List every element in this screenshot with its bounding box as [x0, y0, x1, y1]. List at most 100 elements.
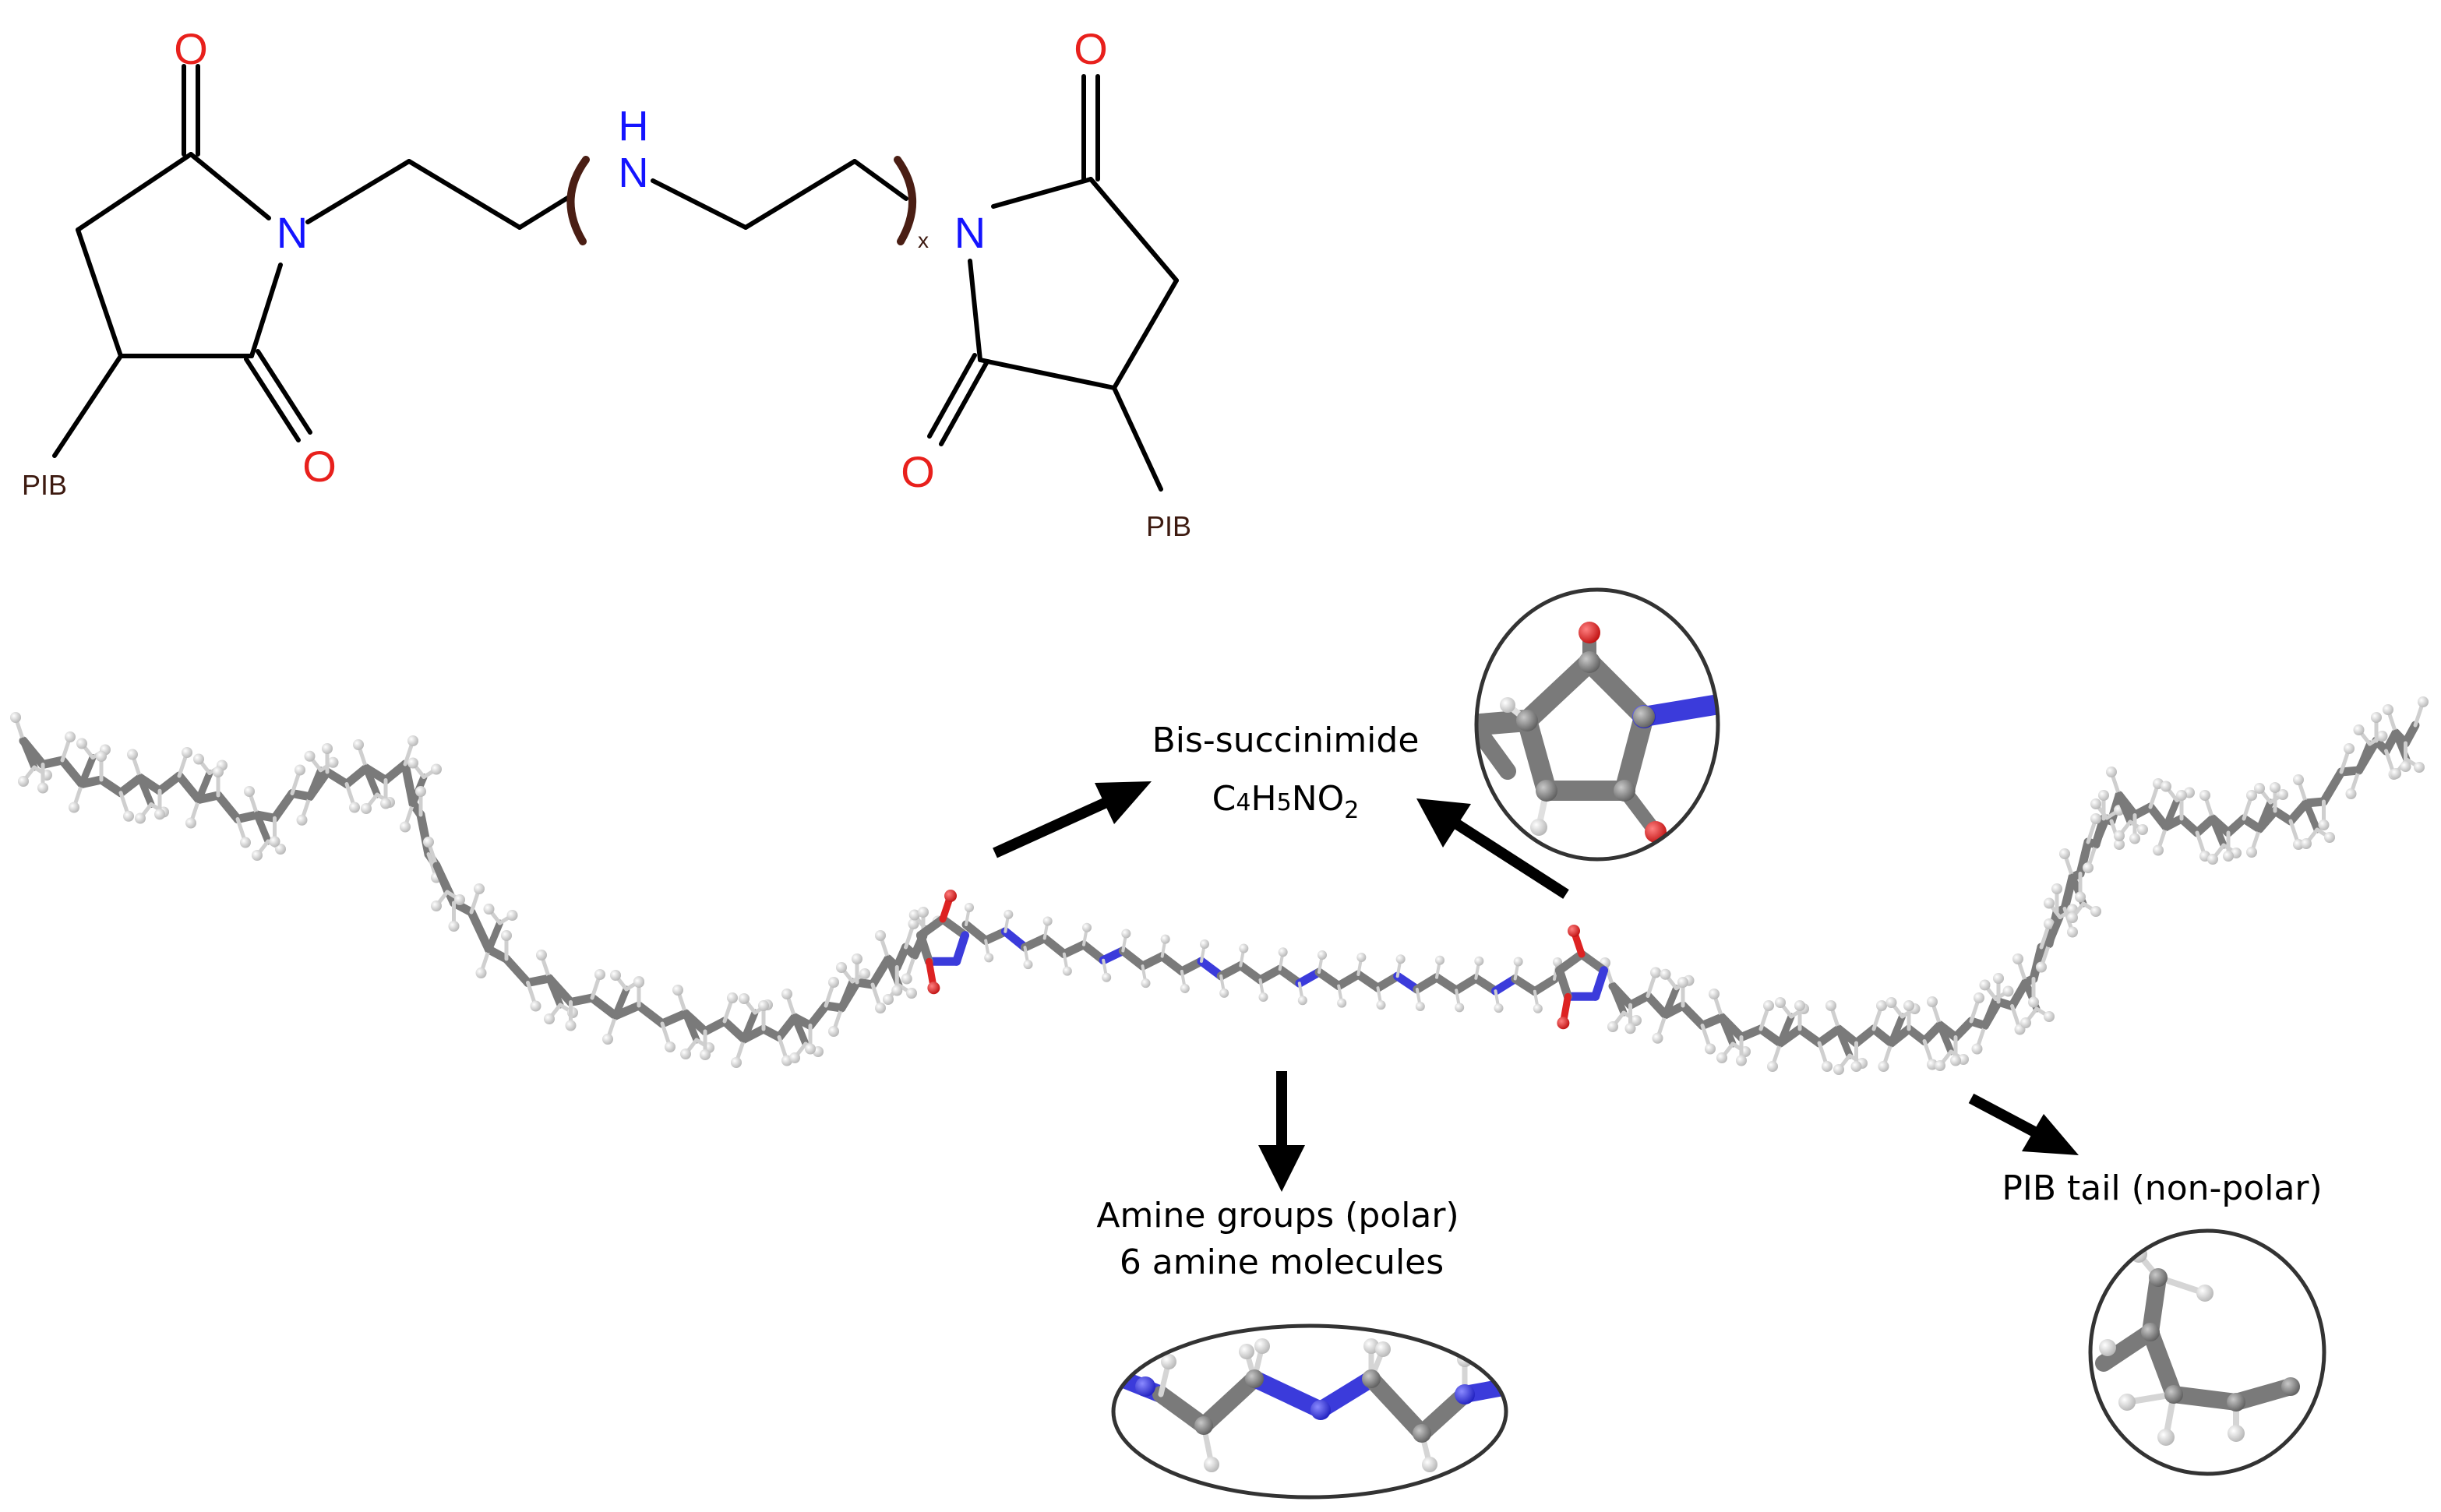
atom-ball	[2318, 819, 2330, 830]
amine-count-label: 6 amine molecules	[1120, 1242, 1444, 1282]
bond-stick	[1718, 1013, 1737, 1048]
atom-ball	[76, 738, 87, 749]
atom-ball	[1219, 988, 1229, 998]
bond-stick	[306, 767, 324, 801]
atom-ball	[2106, 767, 2117, 777]
atom-ball	[1254, 1338, 1270, 1354]
atom-ball	[1878, 1061, 1889, 1072]
atom-ball	[1763, 1000, 1774, 1011]
atom-ball	[18, 776, 29, 787]
atom-ball	[252, 850, 263, 861]
atom-ball	[2400, 761, 2411, 772]
atom-ball	[2418, 696, 2429, 707]
bond-stick	[1936, 1021, 1955, 1056]
atom-ball	[1705, 1043, 1716, 1055]
atom-ball	[1974, 992, 1984, 1003]
atom-ball	[1310, 1400, 1331, 1420]
atom-ball	[361, 803, 372, 814]
atom-ball	[1455, 1384, 1475, 1405]
atom-ball	[1775, 997, 1786, 1008]
atom-ball	[185, 817, 196, 829]
atom-ball	[1979, 979, 1991, 991]
atom-ball	[1245, 1369, 1264, 1388]
atom-ball	[322, 743, 333, 754]
atom-ball	[2301, 838, 2312, 849]
atom-ball	[415, 786, 426, 797]
bond-stick	[1835, 1025, 1854, 1059]
nh-nitrogen: N	[619, 150, 649, 196]
atom-ball	[269, 836, 280, 848]
bond-stick	[1579, 652, 1654, 727]
atom-ball	[349, 802, 360, 813]
atom-ball	[2067, 926, 2078, 938]
atom-ball	[2137, 824, 2148, 835]
arrow-to-pib-tail	[1968, 1093, 2079, 1155]
bond-stick	[213, 791, 242, 823]
atom-ball	[727, 992, 738, 1003]
atom-ball	[240, 837, 251, 848]
pib-chain-inset-icon	[2088, 1228, 2326, 1476]
molecule-3d-model	[10, 696, 2429, 1075]
atom-ball	[1161, 1354, 1176, 1369]
atom-ball	[37, 782, 48, 794]
atom-ball	[828, 977, 839, 988]
atom-ball	[633, 977, 644, 988]
atom-ball	[1650, 967, 1661, 978]
bond-stick	[136, 774, 155, 808]
atom-ball	[918, 907, 929, 918]
right-bracket	[894, 156, 917, 245]
pib-label-left: PIB	[22, 469, 67, 501]
bond-stick	[1591, 966, 1609, 1001]
atom-ball	[2227, 1393, 2245, 1412]
atom-ball	[1885, 997, 1897, 1008]
atom-ball	[2051, 883, 2062, 894]
succinimide-ring-3d	[1554, 925, 1609, 1030]
atom-ball	[127, 749, 138, 760]
atom-ball	[1194, 1416, 1213, 1435]
bond-stick	[2029, 943, 2046, 983]
bond-stick	[1634, 695, 1718, 727]
atom-ball	[1579, 651, 1600, 673]
atom-ball	[327, 756, 339, 768]
atom-ball	[1624, 1023, 1636, 1034]
atom-ball	[123, 810, 134, 822]
atom-ball	[1297, 996, 1307, 1006]
atom-ball	[927, 982, 940, 995]
atom-ball	[1833, 1064, 1844, 1075]
atom-ball	[2270, 782, 2281, 793]
atom-ball	[295, 764, 305, 776]
atom-ball	[69, 802, 79, 813]
atom-ball	[1422, 1457, 1437, 1472]
atom-ball	[1318, 950, 1327, 960]
atom-ball	[1736, 1055, 1747, 1066]
atom-ball	[1500, 697, 1515, 713]
atom-ball	[296, 814, 308, 826]
atom-ball	[2254, 783, 2265, 794]
atom-ball	[2164, 1385, 2183, 1404]
atom-ball	[2390, 768, 2401, 779]
bond-stick	[270, 789, 297, 823]
atom-ball	[610, 970, 621, 981]
atom-ball	[1903, 1000, 1914, 1011]
atom-ball	[2067, 912, 2078, 923]
bond-stick	[1554, 950, 1586, 975]
bond-stick	[612, 985, 630, 1020]
atom-ball	[565, 1020, 577, 1031]
atom-ball	[407, 735, 418, 746]
atom-ball	[400, 821, 411, 833]
right-succinimide-ring	[927, 74, 1179, 492]
atom-ball	[2161, 781, 2171, 792]
atom-ball	[1062, 966, 1072, 976]
atom-ball	[2083, 862, 2094, 873]
oxygen-bottom-left: O	[302, 442, 337, 491]
bond-stick	[362, 764, 381, 798]
atom-ball	[602, 1034, 613, 1045]
atom-ball	[1607, 1021, 1618, 1032]
bond-stick	[2256, 798, 2274, 833]
bond-stick	[2165, 1386, 2245, 1411]
atom-ball	[1141, 978, 1151, 989]
bond-stick	[2076, 837, 2093, 878]
atom-ball	[2353, 724, 2365, 735]
bond-stick	[1246, 1370, 1329, 1419]
atom-ball	[431, 763, 442, 775]
